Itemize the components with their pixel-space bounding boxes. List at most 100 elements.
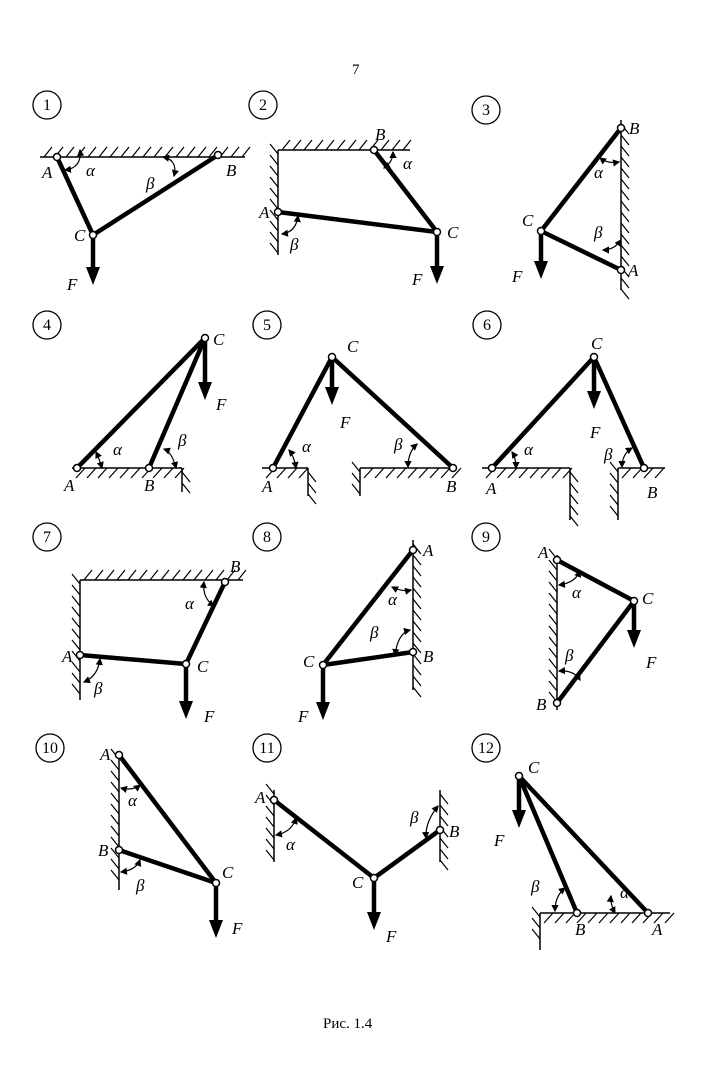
label-alpha: α [594, 163, 604, 182]
label-a: A [485, 479, 497, 498]
hinge-joint [487, 463, 497, 473]
label-alpha: α [403, 154, 413, 173]
label-a: A [41, 163, 53, 182]
label-c: C [642, 589, 654, 608]
label-c: C [303, 652, 315, 671]
diagram-number: 6 [483, 317, 491, 334]
rod [371, 827, 443, 881]
rod [554, 598, 637, 706]
diagram-number: 10 [42, 740, 58, 757]
support-hatching [485, 467, 573, 479]
label-alpha: α [286, 835, 296, 854]
angle-arc [63, 148, 85, 173]
label-f: F [215, 395, 227, 414]
label-beta: β [145, 174, 155, 193]
label-alpha: α [620, 883, 630, 902]
label-a: A [99, 745, 111, 764]
force-arrow [198, 338, 212, 400]
label-c: C [213, 330, 225, 349]
label-a: A [63, 476, 75, 495]
hinge-joint [72, 463, 82, 473]
hinge-joint [589, 352, 599, 362]
force-arrow [587, 357, 601, 409]
support-hatching [412, 543, 422, 698]
label-b: B [647, 483, 658, 502]
diagram-number-circle [32, 90, 62, 120]
diagram-number: 9 [482, 529, 490, 546]
label-b: B [423, 647, 434, 666]
label-beta: β [177, 431, 187, 450]
figure-caption: Рис. 1.4 [323, 1016, 373, 1032]
diagram-number-circle [252, 522, 282, 552]
hinge-joint [181, 659, 191, 669]
rod [275, 209, 440, 235]
hinge-joint [75, 650, 85, 660]
diagram-number: 4 [43, 317, 51, 334]
support-hatching [620, 123, 630, 300]
rod [116, 847, 219, 886]
label-f: F [511, 267, 523, 286]
label-alpha: α [185, 594, 195, 613]
angle-arc [404, 443, 418, 469]
force-arrow [512, 776, 526, 828]
angle-arc [119, 858, 142, 875]
label-beta: β [603, 445, 613, 464]
label-beta: β [93, 679, 103, 698]
diagram-4: 4A B C Fα β [32, 310, 227, 495]
label-beta: β [393, 435, 403, 454]
hinge-joint [435, 825, 445, 835]
rod [538, 125, 624, 234]
label-b: B [449, 822, 460, 841]
label-c: C [74, 226, 86, 245]
diagram-number: 8 [263, 529, 271, 546]
hinge-joint [114, 845, 124, 855]
rod [77, 652, 189, 667]
support-hatching [569, 471, 579, 527]
angle-arc [199, 580, 215, 607]
rod [183, 579, 228, 667]
label-alpha: α [572, 583, 582, 602]
support-hatching [548, 548, 558, 703]
label-beta: β [289, 235, 299, 254]
hinge-joint [211, 878, 221, 888]
support-hatching [75, 467, 185, 479]
support-hatching [363, 467, 462, 479]
label-a: A [61, 647, 73, 666]
rod [516, 773, 580, 916]
label-b: B [375, 125, 386, 144]
label-f: F [339, 413, 351, 432]
label-b: B [575, 920, 586, 939]
rod [74, 335, 208, 471]
label-beta: β [564, 646, 574, 665]
angle-arc [601, 239, 622, 254]
rod [516, 773, 651, 916]
rod [329, 354, 456, 471]
force-arrow [367, 878, 381, 930]
label-alpha: α [113, 440, 123, 459]
diagram-number-circle [471, 95, 501, 125]
label-f: F [297, 707, 309, 726]
angle-arc [288, 449, 299, 470]
hinge-joint [273, 207, 283, 217]
hinge-joint [52, 152, 62, 162]
label-c: C [447, 223, 459, 242]
label-f: F [589, 423, 601, 442]
label-b: B [144, 476, 155, 495]
rod [270, 354, 335, 471]
hinge-joint [408, 545, 418, 555]
hinge-joint [448, 463, 458, 473]
angle-arc [422, 805, 439, 840]
angle-arc [119, 784, 141, 793]
angle-arc [551, 887, 566, 913]
support-hatching [269, 143, 279, 254]
hinge-joint [552, 555, 562, 565]
force-arrow [534, 231, 548, 279]
